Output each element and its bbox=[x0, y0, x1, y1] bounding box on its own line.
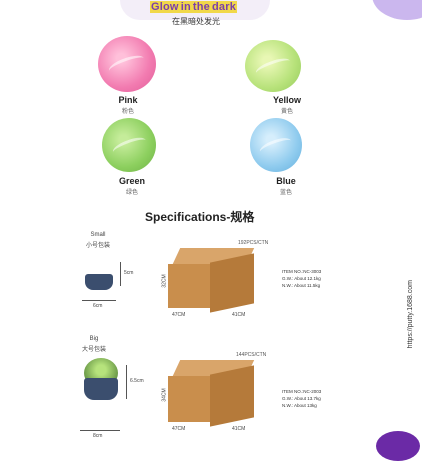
pink-label: Pink bbox=[118, 95, 138, 105]
yellow-label-cn: 黄色 bbox=[280, 109, 293, 115]
yellow-label: Yellow bbox=[272, 95, 301, 105]
green-label: Green bbox=[118, 176, 145, 186]
side-url-text: https://putty.1688.com bbox=[407, 280, 414, 349]
big-box-count: 144PCS/CTN bbox=[236, 352, 267, 358]
big-can-image bbox=[84, 378, 118, 400]
small-height-dimension: 5cm bbox=[124, 270, 134, 276]
small-size-label-cn: 小号包装 bbox=[85, 243, 110, 249]
big-height-dimension: 6.5cm bbox=[130, 378, 144, 384]
banner-word-in: in bbox=[179, 1, 192, 13]
big-size-label-cn: 大号包装 bbox=[81, 347, 106, 353]
small-width-dimension: 6cm bbox=[93, 303, 103, 309]
big-item-no: ITEM NO.:NC-2003 bbox=[282, 389, 322, 394]
small-size-label: Small bbox=[90, 232, 106, 238]
big-width-dimension: 8cm bbox=[93, 433, 103, 439]
decorative-purple-corner bbox=[376, 431, 420, 461]
blue-label: Blue bbox=[276, 176, 296, 186]
big-item-info: ITEM NO.:NC-2003 G.W.: About 13.7kg N.W.… bbox=[282, 388, 321, 409]
big-gross-weight: G.W.: About 13.7kg bbox=[282, 396, 321, 401]
big-box-depth: 41CM bbox=[232, 426, 246, 432]
small-item-info: ITEM NO.:NC-3003 G.W.: About 12.1kg N.W.… bbox=[282, 268, 321, 289]
green-label-cn: 绿色 bbox=[125, 190, 138, 196]
banner-subtitle: 在黑暗处发光 bbox=[172, 17, 220, 26]
small-can-image bbox=[85, 274, 113, 290]
small-box-height: 32CM bbox=[161, 274, 168, 288]
small-box-front bbox=[168, 264, 210, 308]
big-box-side bbox=[210, 365, 254, 427]
yellow-putty-image bbox=[245, 40, 301, 92]
big-width-dimension-line bbox=[80, 430, 120, 431]
big-box-height: 34CM bbox=[161, 388, 168, 402]
big-box-width: 47CM bbox=[172, 426, 186, 432]
pink-label-cn: 粉色 bbox=[121, 109, 134, 115]
big-size-label: Big bbox=[89, 336, 99, 342]
big-box-front bbox=[168, 376, 210, 422]
blue-label-cn: 蓝色 bbox=[279, 190, 292, 196]
big-height-dimension-line bbox=[126, 365, 127, 399]
small-height-dimension-line bbox=[120, 262, 121, 286]
blue-putty-image bbox=[250, 118, 302, 172]
decorative-purple-shape bbox=[372, 0, 422, 20]
small-box-count: 192PCS/CTN bbox=[238, 240, 269, 246]
specifications-title: Specifications-规格 bbox=[145, 210, 255, 224]
small-box-width: 47CM bbox=[172, 312, 186, 318]
small-box-side bbox=[210, 253, 254, 313]
green-putty-image bbox=[102, 118, 156, 172]
banner-word-dark: dark bbox=[211, 1, 238, 13]
pink-putty-image bbox=[98, 36, 156, 92]
small-gross-weight: G.W.: About 12.1kg bbox=[282, 276, 321, 281]
big-net-weight: N.W.: About 13kg bbox=[282, 403, 317, 408]
small-width-dimension-line bbox=[82, 300, 116, 301]
banner-word-the: the bbox=[191, 1, 211, 13]
small-box-depth: 41CM bbox=[232, 312, 246, 318]
small-net-weight: N.W.: About 11.5kg bbox=[282, 283, 321, 288]
banner-word-glow: Glow bbox=[150, 1, 180, 13]
small-item-no: ITEM NO.:NC-3003 bbox=[282, 269, 322, 274]
